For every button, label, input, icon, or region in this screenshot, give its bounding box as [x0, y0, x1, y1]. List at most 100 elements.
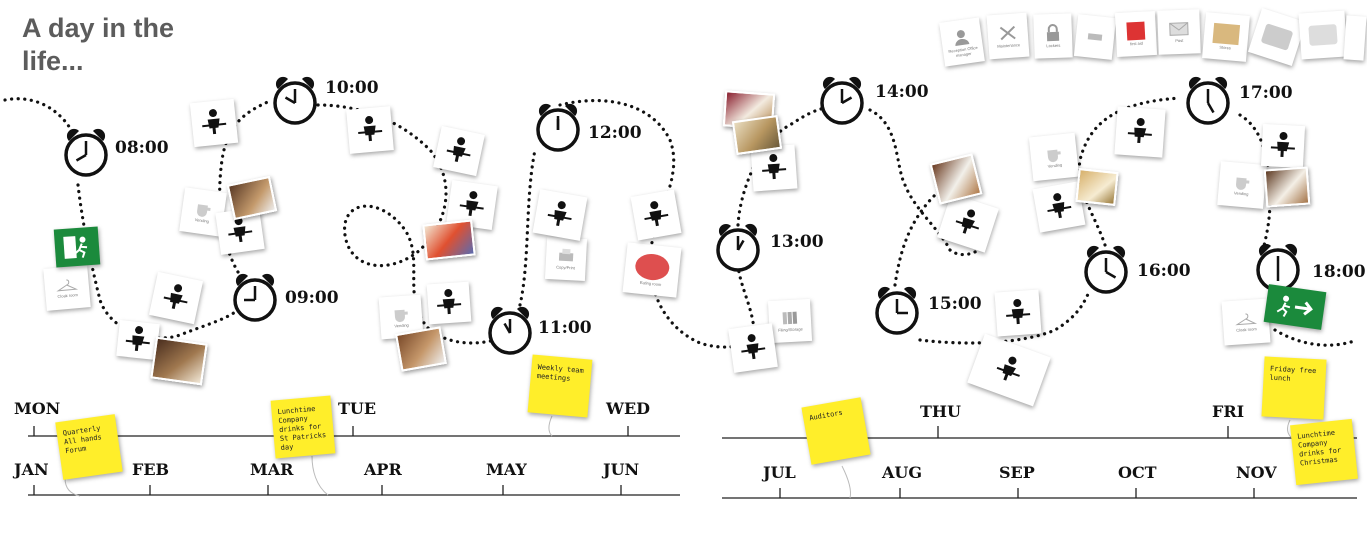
- coffee-photo-5: [1263, 166, 1311, 208]
- meeting-group-card: [346, 106, 394, 154]
- day-label-thu: THU: [920, 402, 961, 421]
- dotted-path-f: [558, 99, 742, 349]
- pictogram-shape: [163, 284, 188, 309]
- walking-person-card-2: [728, 323, 778, 373]
- first-aid-card: first aid: [1114, 10, 1158, 58]
- month-label-apr: APR: [364, 460, 402, 479]
- desk-worker-card-7: [630, 189, 682, 241]
- maintenance-label: Maintenance: [997, 42, 1021, 49]
- pictogram-shape: [644, 201, 669, 227]
- pictogram-shape: [741, 334, 766, 360]
- eating-room-card: Eating room: [622, 242, 682, 298]
- running-group-icon: [990, 350, 1027, 390]
- meeting-icon: [1087, 33, 1103, 41]
- pictogram-shape: [1127, 118, 1152, 144]
- running-group-card: [967, 333, 1051, 407]
- dotted-path-g: [736, 263, 756, 347]
- month-label-oct: OCT: [1118, 463, 1157, 482]
- coffee-photo-2: [150, 336, 208, 386]
- day-label-tue: TUE: [338, 399, 377, 418]
- month-label-nov: NOV: [1236, 463, 1277, 482]
- vending-card-2: Vending: [378, 294, 424, 340]
- first-aid-small-card: [116, 320, 160, 360]
- desk-worker-card-5: [148, 271, 204, 325]
- pictogram-shape: [437, 289, 462, 315]
- alarm-clock-icon: [820, 76, 864, 125]
- pictogram-shape: [996, 356, 1020, 381]
- vending-label-2: Vending: [394, 322, 409, 329]
- hanger-icon: [56, 279, 79, 292]
- filing-storage-card: Filing/Storage: [767, 298, 813, 344]
- boxes-icon: [1212, 22, 1241, 46]
- sandwich-photo: [731, 114, 783, 156]
- sticky-note-friday: Friday free lunch: [1261, 356, 1327, 420]
- pictogram-shape: [1047, 193, 1072, 219]
- vending-card-1: Vending: [179, 187, 227, 237]
- desk-worker-card-8: [750, 144, 798, 192]
- binders-icon: [782, 311, 798, 325]
- month-label-mar: MAR: [250, 460, 294, 479]
- walking-person-icon: [198, 106, 229, 141]
- clock-time-label: 13:00: [770, 232, 824, 252]
- post-card: Post: [1157, 9, 1201, 55]
- sticky-note-weekly: Weekly team meetings: [527, 354, 593, 418]
- month-label-sep: SEP: [999, 463, 1035, 482]
- dotted-path-j: [918, 288, 1092, 345]
- copy-print-label: Copy/Print: [556, 264, 576, 271]
- fruit-photo: [422, 219, 476, 261]
- vending-card-4: Vending: [1217, 161, 1267, 209]
- pictogram-shape: [358, 116, 383, 142]
- note-stem-auditors: [841, 465, 851, 499]
- training-room-icon: [1260, 23, 1294, 51]
- cloak-room-label: Cloak room: [57, 292, 79, 299]
- sticky-note-quarterly: Quarterly All hands Forum: [55, 414, 123, 480]
- pictogram-shape: [1006, 299, 1031, 325]
- sticky-note-auditors: Auditors: [801, 397, 871, 465]
- alarm-clock-icon: [1084, 245, 1128, 294]
- desk-worker-icon: [442, 132, 476, 169]
- desk-worker-card-9: [937, 193, 999, 253]
- desk-worker-card-3: [446, 180, 498, 230]
- clock-time-label: 18:00: [1312, 262, 1366, 282]
- cloak-room-card-2: Cloak room: [1221, 298, 1271, 346]
- coffee-photo-3: [395, 326, 447, 372]
- note-stem-quarterly: [64, 477, 81, 497]
- desk-worker-icon: [639, 197, 672, 233]
- coffee-cup-icon: [1236, 177, 1250, 190]
- month-label-jul: JUL: [763, 463, 796, 482]
- clock-time-label: 16:00: [1137, 261, 1191, 281]
- clock-time-label: 08:00: [115, 138, 169, 158]
- alarm-clock-icon: [1186, 76, 1230, 125]
- stores-label: Stores: [1219, 44, 1232, 51]
- coffee-cup-icon: [197, 204, 211, 217]
- note-stem-lunchtime: [311, 455, 329, 496]
- alarm-clock-icon: [875, 286, 919, 335]
- envelope-icon: [1169, 22, 1189, 36]
- copy-print-card: Copy/Print: [544, 236, 588, 282]
- clock-time-label: 11:00: [538, 318, 592, 338]
- meeting-card: [1073, 14, 1117, 60]
- desk-worker-icon: [456, 187, 488, 223]
- vending-label-1: Vending: [194, 216, 210, 224]
- lockers-card: Lockers: [1033, 13, 1073, 59]
- alarm-clock-icon: [488, 306, 532, 355]
- desk-worker-card-11: [1260, 123, 1306, 169]
- coffee-cup-icon: [394, 309, 408, 323]
- desk-worker-icon: [950, 203, 987, 242]
- desk-worker-icon: [1042, 189, 1075, 225]
- tools-icon: [999, 25, 1016, 41]
- printer-icon: [558, 248, 574, 262]
- pictogram-shape: [1270, 132, 1295, 158]
- first-aid-kit-icon: [122, 323, 153, 358]
- desk-worker-icon: [159, 279, 193, 316]
- vending-label-3: Vending: [1047, 162, 1063, 169]
- padlock-icon: [1046, 24, 1060, 42]
- alarm-clock-icon: [233, 273, 277, 322]
- maintenance-card: Maintenance: [986, 12, 1030, 60]
- clock-time-label: 14:00: [875, 82, 929, 102]
- meeting-group-icon: [355, 113, 386, 147]
- pictogram-shape: [446, 137, 471, 162]
- desk-worker-icon: [543, 197, 576, 233]
- dotted-path-i: [868, 108, 987, 257]
- reception-label: Reception Office manager: [948, 44, 978, 58]
